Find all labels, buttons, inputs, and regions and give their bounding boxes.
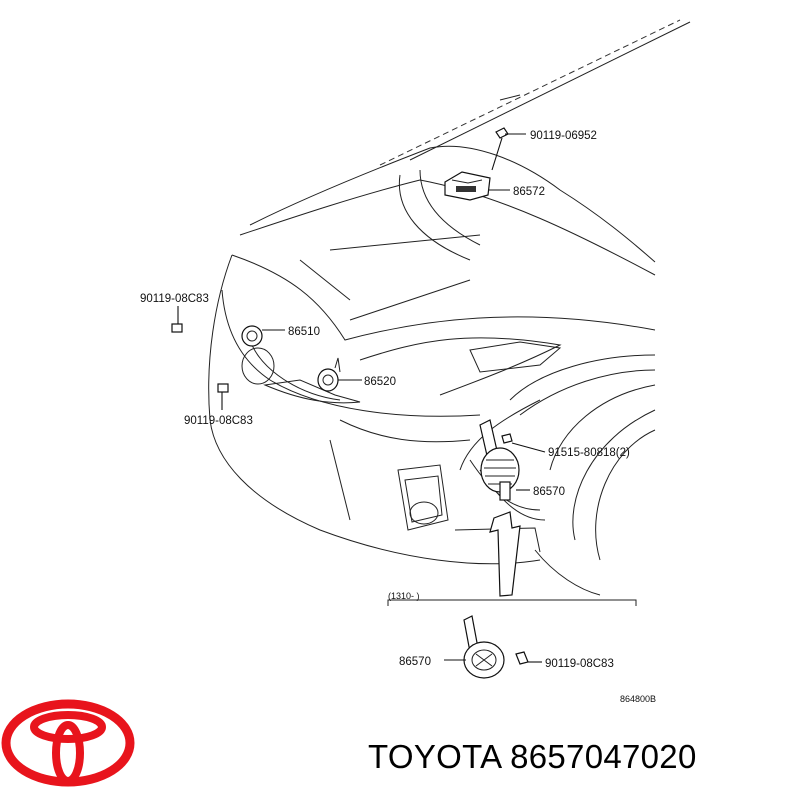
label-86510: 86510 (288, 326, 320, 338)
diagram-code: 864800B (620, 694, 656, 704)
label-90119-08c83-upper: 90119-08C83 (140, 293, 209, 305)
horn-86520 (317, 357, 341, 392)
horn-86570-detail (463, 615, 505, 679)
bolt-detail (515, 651, 529, 665)
bolt-91515 (501, 433, 513, 444)
fender-wheel (469, 354, 656, 596)
label-91515-80818: 91515-80818(2) (548, 447, 630, 459)
label-86570-upper: 86570 (533, 486, 565, 498)
windshield-lines (379, 19, 691, 166)
front-bumper (208, 254, 541, 565)
bolt-left-lower (217, 383, 229, 410)
label-86572: 86572 (513, 186, 545, 198)
label-86520: 86520 (364, 376, 396, 388)
part-86572-shape (444, 171, 491, 201)
horn-86570-upper (479, 419, 520, 501)
bolt-left-upper (171, 306, 183, 333)
leader-lines (262, 133, 546, 663)
range-label: (1310- ) (388, 591, 420, 601)
label-90119-08c83-detail: 90119-08C83 (545, 658, 614, 670)
label-90119-08c83-lower: 90119-08C83 (184, 415, 253, 427)
range-bracket (387, 599, 637, 606)
label-86570-lower: 86570 (399, 656, 431, 668)
toyota-logo-icon (1, 699, 135, 787)
product-caption: TOYOTA 8657047020 (368, 738, 697, 776)
hood-outline (231, 145, 656, 396)
brand-name: TOYOTA (368, 738, 501, 775)
part-number: 8657047020 (510, 738, 697, 775)
label-90119-06952: 90119-06952 (530, 130, 597, 142)
pointer-arrow-icon (489, 511, 521, 597)
horn-86510 (241, 325, 275, 385)
